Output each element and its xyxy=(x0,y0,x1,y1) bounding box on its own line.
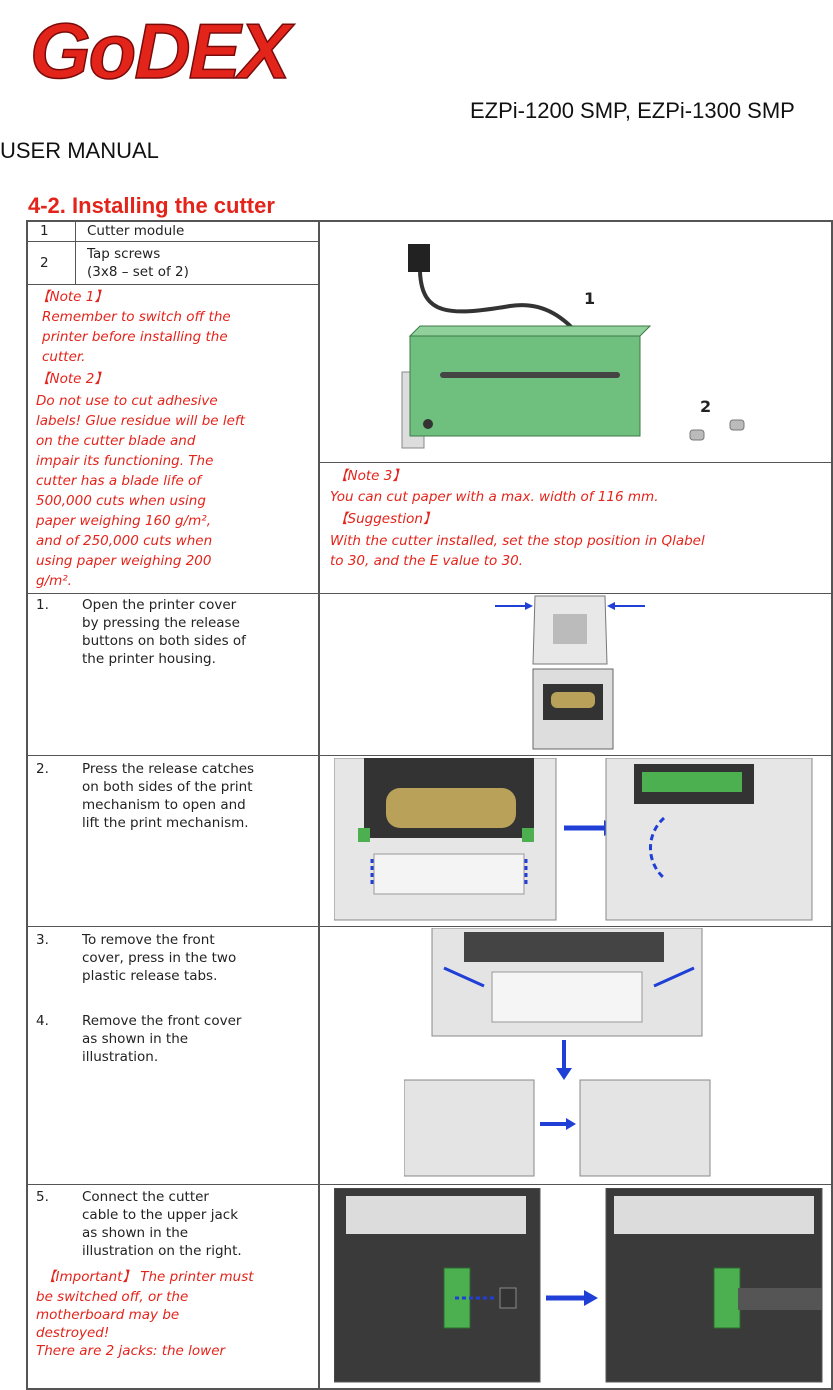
figure-label-cutter: 1 xyxy=(584,289,596,308)
suggestion-line-2: to 30, and the E value to 30. xyxy=(330,553,524,569)
part-label-2: Tap screws xyxy=(87,246,161,262)
suggestion-heading: 【Suggestion】 xyxy=(334,511,437,527)
note2-heading: 【Note 2】 xyxy=(36,371,108,387)
step-3-number: 3. xyxy=(36,932,49,948)
note2-line-5: cutter has a blade life of xyxy=(36,473,202,489)
note2-line-4: impair its functioning. The xyxy=(36,453,214,469)
important-heading: 【Important】 The printer must xyxy=(42,1269,254,1285)
step-1-printer-open-illustration xyxy=(495,595,645,750)
step-1-number: 1. xyxy=(36,597,49,613)
step-2-number: 2. xyxy=(36,761,49,777)
suggestion-line-1: With the cutter installed, set the stop … xyxy=(330,533,705,549)
note3-heading: 【Note 3】 xyxy=(334,468,406,484)
godex-logo: GoDEX xyxy=(28,10,418,90)
note2-line-7: paper weighing 160 g/m², xyxy=(36,513,211,529)
note2-line-9: using paper weighing 200 xyxy=(36,553,212,569)
document-type: USER MANUAL xyxy=(0,138,159,163)
note2-line-10: g/m². xyxy=(36,573,72,589)
step-2-print-mechanism-illustration xyxy=(334,758,813,921)
model-title: EZPi-1200 SMP, EZPi-1300 SMP xyxy=(470,98,795,123)
note3-text: You can cut paper with a max. width of 1… xyxy=(330,489,659,505)
note2-line-1: Do not use to cut adhesive xyxy=(36,393,218,409)
cutter-module-illustration xyxy=(401,244,745,449)
note1-line-1: Remember to switch off the xyxy=(42,309,231,325)
note2-line-3: on the cutter blade and xyxy=(36,433,196,449)
note1-heading: 【Note 1】 xyxy=(36,289,108,305)
note2-line-8: and of 250,000 cuts when xyxy=(36,533,213,549)
part-number-2: 2 xyxy=(40,255,49,271)
note2-line-2: labels! Glue residue will be left xyxy=(36,413,245,429)
step-5-number: 5. xyxy=(36,1189,49,1205)
step-4-number: 4. xyxy=(36,1013,49,1029)
part-number-1: 1 xyxy=(40,223,49,239)
step-3-4-front-cover-illustration xyxy=(404,928,711,1177)
step-5-cutter-cable-illustration xyxy=(334,1188,823,1383)
note2-line-6: 500,000 cuts when using xyxy=(36,493,206,509)
part-label-2b: (3x8 – set of 2) xyxy=(87,264,189,280)
note1-line-2: printer before installing the xyxy=(42,329,228,345)
section-title: 4-2. Installing the cutter xyxy=(28,193,275,218)
part-label-1: Cutter module xyxy=(87,223,185,239)
svg-text:GoDEX: GoDEX xyxy=(30,10,295,90)
figure-label-screws: 2 xyxy=(700,397,712,416)
note1-line-3: cutter. xyxy=(42,349,86,365)
